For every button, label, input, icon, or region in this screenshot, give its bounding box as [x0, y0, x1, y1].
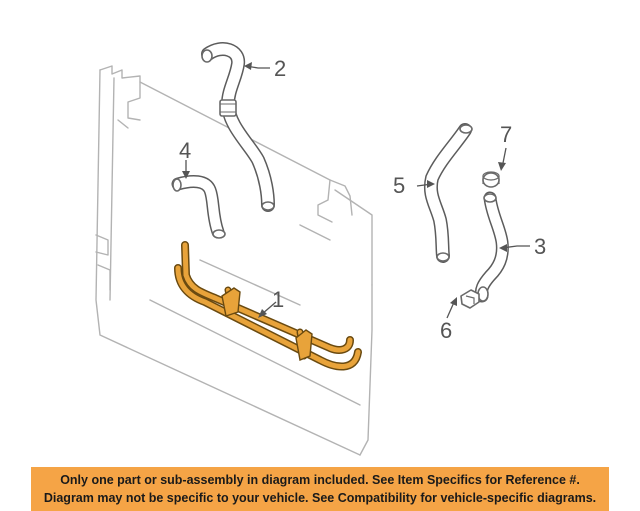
callout-4: 4 — [179, 138, 191, 163]
disclaimer-line-2: Diagram may not be specific to your vehi… — [43, 491, 597, 505]
callout-1: 1 — [272, 287, 284, 312]
hose-part-5[interactable] — [424, 123, 473, 263]
oil-cooler-tube-part-1[interactable] — [174, 241, 362, 371]
callout-3: 3 — [534, 234, 546, 259]
upper-hose-part-2[interactable] — [201, 42, 275, 212]
callout-6: 6 — [440, 318, 452, 343]
parts-diagram: 1 2 3 4 5 6 7 — [95, 42, 546, 456]
disclaimer-line-1: Only one part or sub-assembly in diagram… — [60, 473, 580, 487]
callout-2: 2 — [274, 56, 286, 81]
disclaimer-banner: Only one part or sub-assembly in diagram… — [31, 467, 609, 511]
callout-5: 5 — [393, 173, 405, 198]
clamp-part-7[interactable] — [482, 171, 500, 188]
radiator-outline — [95, 65, 373, 456]
leader-arrowheads — [182, 62, 507, 318]
callout-7: 7 — [500, 122, 512, 147]
hose-part-3[interactable] — [474, 191, 509, 303]
clip-part-6[interactable] — [460, 289, 480, 309]
small-hose-part-4[interactable] — [171, 175, 226, 239]
leader-lines — [185, 65, 530, 319]
